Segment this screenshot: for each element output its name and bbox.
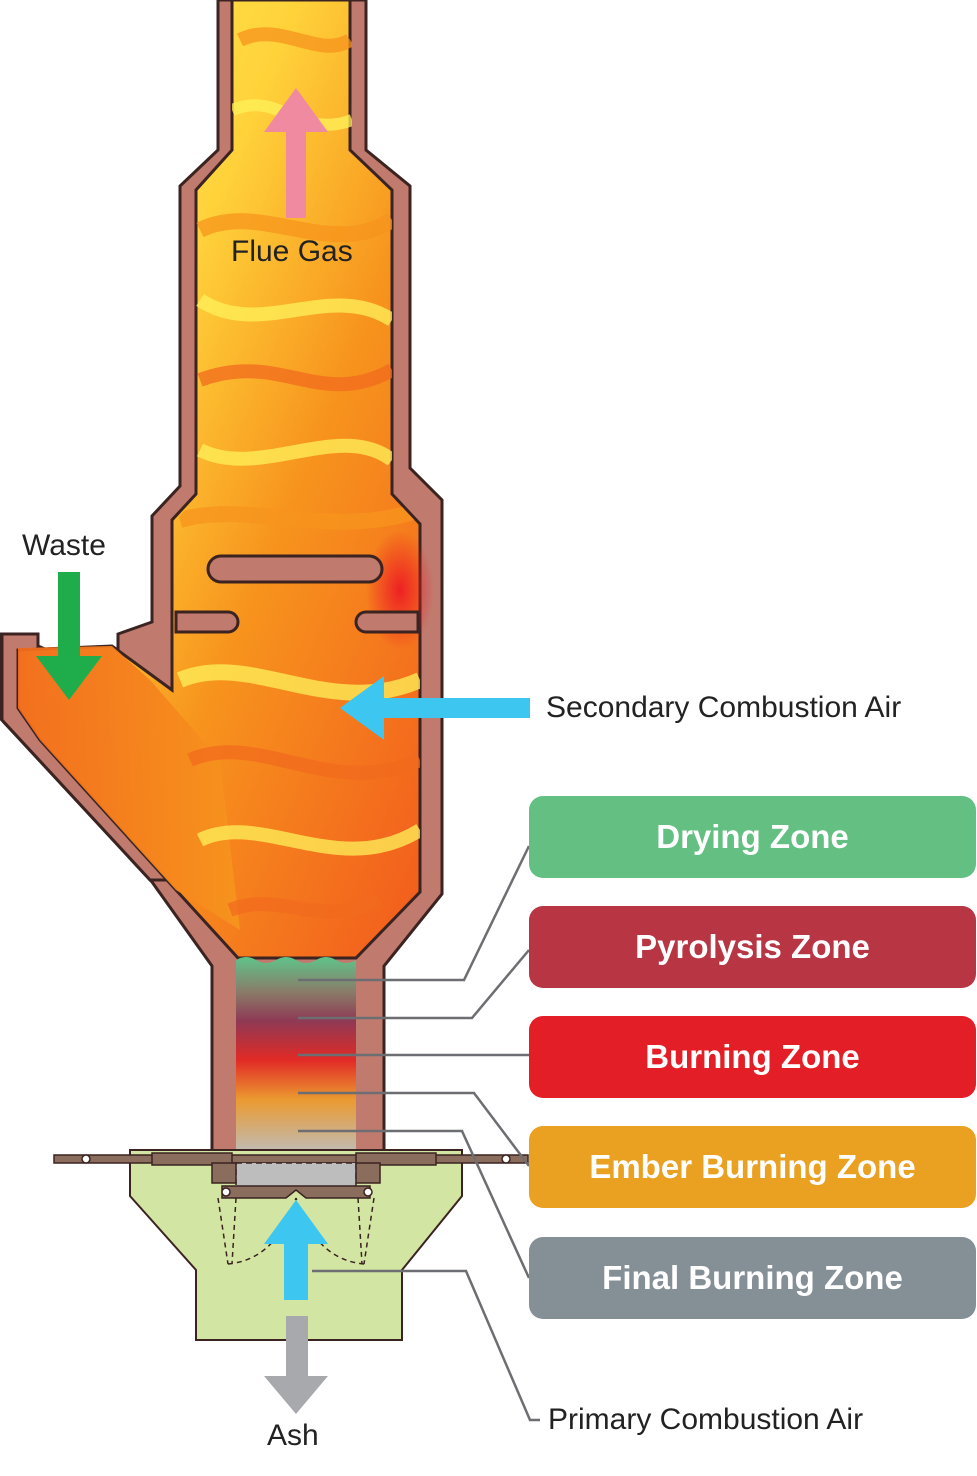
- secondary-air-arrow: [340, 676, 530, 740]
- ash-arrow: [264, 1316, 328, 1414]
- primary-air-arrow: [264, 1200, 328, 1300]
- secondary-air-label: Secondary Combustion Air: [546, 691, 902, 724]
- right-nozzle: [354, 610, 420, 634]
- leader-ember: [298, 1091, 530, 1167]
- pivot-left: [221, 1187, 231, 1197]
- grate-rod: [53, 1154, 529, 1164]
- pivot-right: [363, 1187, 373, 1197]
- zone-drying: Drying Zone: [529, 796, 976, 878]
- grate-plates: [221, 1185, 371, 1199]
- zone-pyrolysis: Pyrolysis Zone: [529, 906, 976, 988]
- waste-arrow: [36, 572, 102, 700]
- grate-block-left: [151, 1152, 233, 1166]
- leader-drying: [298, 845, 531, 982]
- waste-pile: [18, 646, 240, 930]
- zone-burning: Burning Zone: [529, 1016, 976, 1098]
- zone-final-burning: Final Burning Zone: [529, 1237, 976, 1319]
- left-nozzle: [174, 610, 240, 634]
- waste-label: Waste: [22, 529, 106, 562]
- leader-pyrolysis: [298, 949, 530, 1020]
- leader-primary-air: [312, 1269, 540, 1422]
- rod-pin-left: [81, 1154, 91, 1164]
- baffle: [206, 554, 384, 584]
- flue-gas-arrow: [264, 88, 328, 218]
- fuel-bed: [236, 957, 356, 1155]
- grate-right-support: [355, 1162, 381, 1184]
- grate-base: [235, 1162, 357, 1190]
- leader-lines: [298, 845, 540, 1422]
- flue-gas-label: Flue Gas: [231, 235, 353, 268]
- ash-label: Ash: [267, 1419, 319, 1452]
- leader-final: [298, 1129, 531, 1279]
- flame-streaks: [176, 27, 420, 919]
- zone-ember-burning: Ember Burning Zone: [529, 1126, 976, 1208]
- primary-air-label: Primary Combustion Air: [548, 1403, 864, 1436]
- grate-block-right: [355, 1152, 437, 1166]
- grate-left-support: [211, 1162, 237, 1184]
- rod-pin-right: [501, 1154, 511, 1164]
